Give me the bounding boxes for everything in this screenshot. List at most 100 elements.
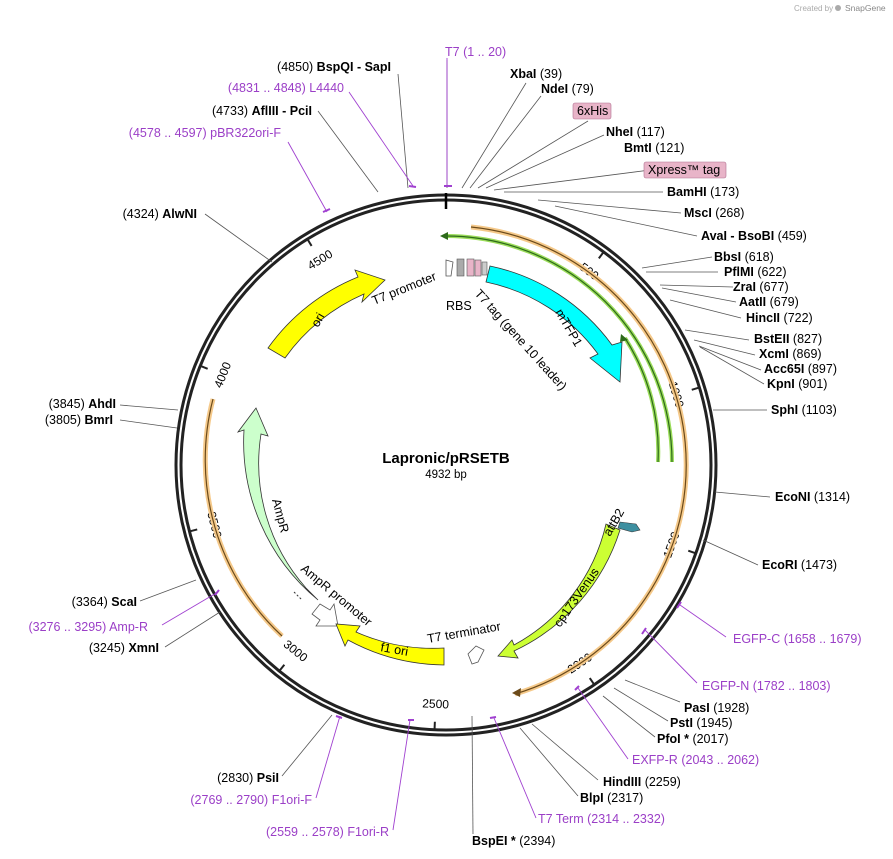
site-label-alwni: (4324) AlwNI: [123, 207, 197, 221]
site-label-ahdi: (3845) AhdI: [49, 397, 116, 411]
site-position: (901): [798, 377, 827, 391]
site-position: (622): [757, 265, 786, 279]
site-position: (1928): [713, 701, 749, 715]
site-label-zrai: ZraI (677): [733, 280, 789, 294]
site-label-bmri: (3805) BmrI: [45, 413, 113, 427]
feature-label-cp173venus: cp173Venus: [551, 565, 602, 629]
feature-cp173venus: [497, 523, 621, 659]
small-features: [445, 258, 488, 277]
site-label-nhei: NheI (117): [606, 125, 665, 139]
site-label-afliii: (4733) AflIII - PciI: [212, 104, 312, 118]
site-label-hindiii: HindIII (2259): [603, 775, 681, 789]
site-position: (39): [540, 67, 562, 81]
site-name: Acc65I: [764, 362, 804, 376]
tick-mark: [277, 664, 286, 673]
site-label-xbai: XbaI (39): [510, 67, 562, 81]
tick-mark: [306, 237, 313, 247]
green-feature-arcs: [440, 232, 674, 463]
tick-mark: [198, 364, 209, 370]
site-name: AlwNI: [162, 207, 197, 221]
site-position: (4831 .. 4848): [228, 81, 306, 95]
site-position: (3245): [89, 641, 125, 655]
site-position: (1782 .. 1803): [753, 679, 831, 693]
site-position: (3276 .. 3295): [28, 620, 106, 634]
site-label-bmti: BmtI (121): [624, 141, 684, 155]
site-name: pBR322ori-F: [210, 126, 281, 140]
site-name: EXFP-R: [632, 753, 678, 767]
site-position: (2043 .. 2062): [681, 753, 759, 767]
tick-label: 4000: [211, 360, 234, 390]
feature-t7-terminator: [467, 645, 485, 665]
site-label-sphi: SphI (1103): [771, 403, 837, 417]
site-name: BstEII: [754, 332, 789, 346]
site-position: (1658 .. 1679): [784, 632, 862, 646]
label-6xhis: 6xHis: [577, 104, 608, 118]
site-label-psti_b: (2830) PsiI: [217, 771, 279, 785]
site-label-aatii: AatII (679): [739, 295, 799, 309]
feature-label-rbs: RBS: [446, 299, 472, 313]
site-name: ZraI: [733, 280, 756, 294]
site-name: XbaI: [510, 67, 536, 81]
site-name: HincII: [746, 311, 780, 325]
site-name: XmnI: [128, 641, 159, 655]
site-position: (1 .. 20): [463, 45, 506, 59]
site-name: PsiI: [257, 771, 279, 785]
site-name: SphI: [771, 403, 798, 417]
site-position: (268): [715, 206, 744, 220]
site-position: (679): [770, 295, 799, 309]
site-label-kpni: KpnI (901): [767, 377, 827, 391]
label-xpress-tag: Xpress™ tag: [648, 163, 720, 177]
site-name: AatII: [739, 295, 766, 309]
site-name: L4440: [309, 81, 344, 95]
site-name: NheI: [606, 125, 633, 139]
primer-leader-lines: [161, 58, 727, 831]
site-name: NdeI: [541, 82, 568, 96]
tick-label: 4500: [305, 247, 335, 273]
site-name: MscI: [684, 206, 712, 220]
site-name: BamHI: [667, 185, 707, 199]
site-label-blpi: BlpI (2317): [580, 791, 643, 805]
site-label-econi: EcoNI (1314): [775, 490, 850, 504]
site-position: (618): [745, 250, 774, 264]
feature-mtfp1: [485, 265, 623, 383]
site-label-xcmi: XcmI (869): [759, 347, 822, 361]
site-name: AhdI: [88, 397, 116, 411]
site-name: XcmI: [759, 347, 789, 361]
site-label-avai: AvaI - BsoBI (459): [701, 229, 807, 243]
site-name: BlpI: [580, 791, 604, 805]
site-name: KpnI: [767, 377, 795, 391]
label-box-xpress-tag: [643, 161, 727, 179]
site-name: PflMI: [724, 265, 754, 279]
leader-lines: [119, 60, 771, 835]
site-position: (827): [793, 332, 822, 346]
created-by-text: Created by: [794, 4, 833, 13]
site-label-bbsi: BbsI (618): [714, 250, 774, 264]
site-position: (2394): [519, 834, 555, 848]
tick-mark: [687, 549, 698, 555]
tick-mark: [588, 677, 596, 687]
site-name: T7 Term: [538, 812, 584, 826]
site-name: PstI: [670, 716, 693, 730]
feature-ori: [267, 269, 386, 359]
site-position: (2259): [645, 775, 681, 789]
site-position: (2769 .. 2790): [190, 793, 268, 807]
site-position: (3364): [72, 595, 108, 609]
site-name: BspQI - SapI: [317, 60, 391, 74]
site-label-pasi: PasI (1928): [684, 701, 749, 715]
site-position: (4324): [123, 207, 159, 221]
feature-label-t7-terminator: T7 terminator: [426, 619, 502, 646]
site-name: T7: [445, 45, 460, 59]
site-label-msci: MscI (268): [684, 206, 744, 220]
site-name: Amp-R: [109, 620, 148, 634]
tick-mark: [598, 250, 606, 259]
site-position: (3805): [45, 413, 81, 427]
feature-ampr-promoter: [311, 602, 339, 627]
site-position: (2317): [607, 791, 643, 805]
site-position: (1314): [814, 490, 850, 504]
feature-attb2: [617, 521, 641, 533]
orange-feature-arcs: [202, 224, 689, 697]
site-name: AflIII - PciI: [252, 104, 312, 118]
feature-label-f1-ori: f1 ori: [379, 640, 409, 659]
site-position: (4578 .. 4597): [129, 126, 207, 140]
site-name: EcoRI: [762, 558, 797, 572]
